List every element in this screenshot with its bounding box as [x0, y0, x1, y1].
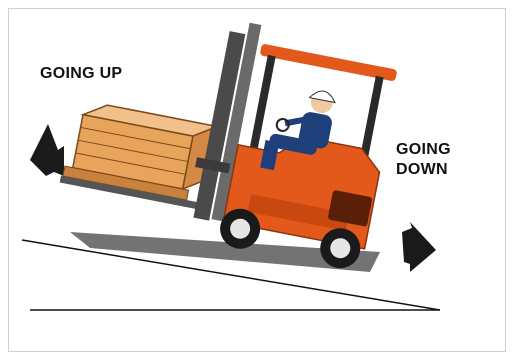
going-up-label: GOING UP — [40, 64, 122, 84]
arrow-up-left-icon — [30, 124, 64, 176]
forklift-illustration — [54, 0, 403, 272]
arrow-down-right-icon — [402, 222, 436, 272]
going-down-line1: GOING — [396, 140, 451, 160]
going-down-line2: DOWN — [396, 160, 451, 180]
going-down-label: GOING DOWN — [396, 140, 451, 180]
